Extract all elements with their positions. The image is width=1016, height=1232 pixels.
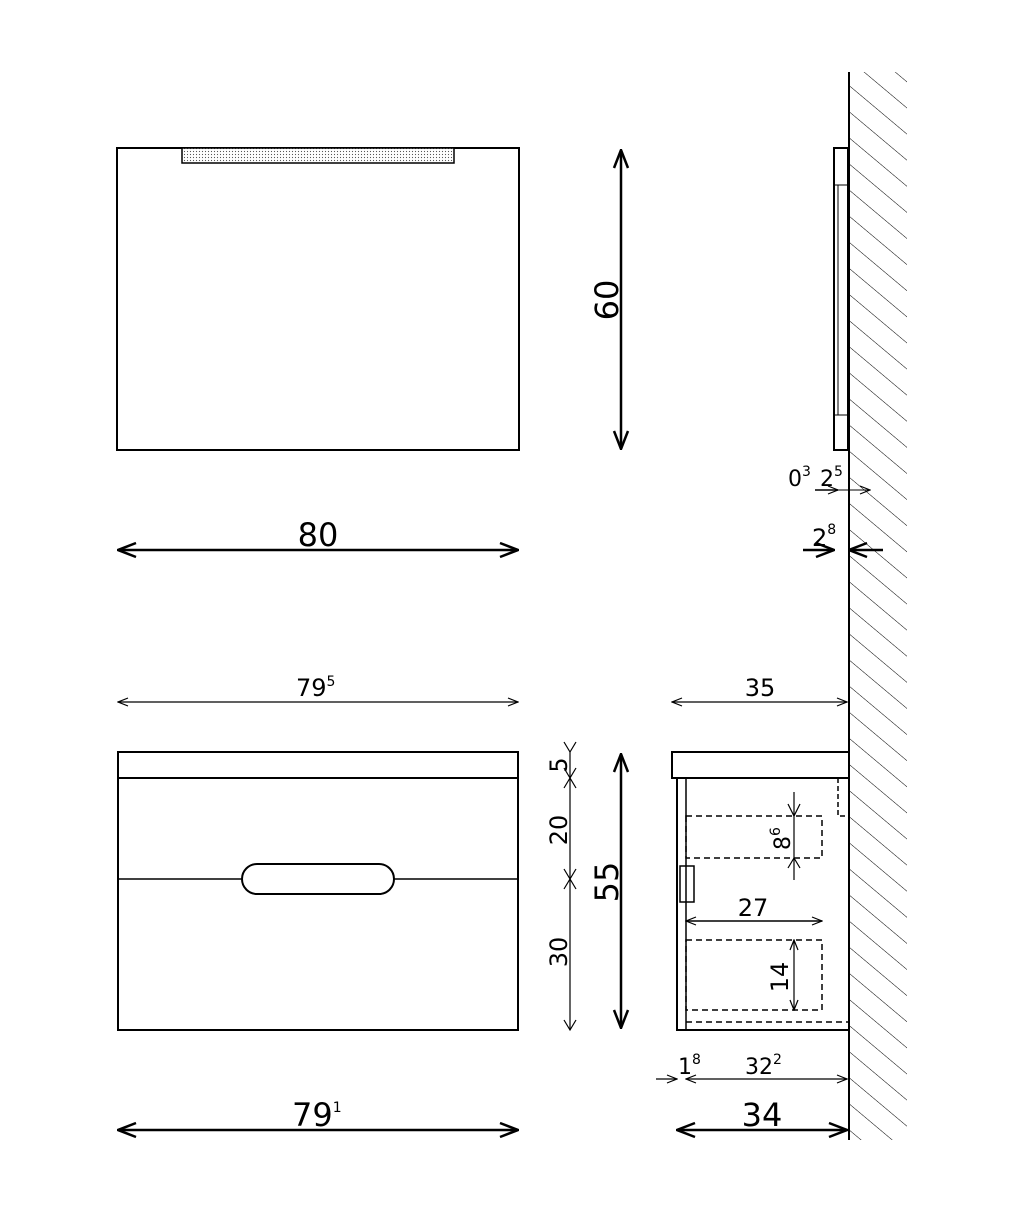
mirror-side-view bbox=[833, 147, 849, 451]
mirror-height-label: 60 bbox=[588, 280, 626, 321]
lower-drawer-outline bbox=[685, 939, 823, 1011]
cabinet-height-dimension: 55 bbox=[588, 754, 626, 1028]
mirror-depth-a-sup: 3 bbox=[802, 464, 811, 480]
upper-drawer-height-sup: 6 bbox=[768, 827, 784, 836]
cabinet-side-bottom-dimensions: 18 322 34 bbox=[656, 1052, 847, 1134]
upper-drawer-height-dimension: 86 bbox=[768, 792, 801, 880]
svg-text:03: 03 bbox=[788, 464, 811, 492]
mirror-width-label: 80 bbox=[298, 516, 339, 554]
side-offset-sup: 8 bbox=[692, 1052, 701, 1068]
svg-text:322: 322 bbox=[745, 1052, 782, 1080]
cabinet-side-top-depth-dimension: 35 bbox=[672, 674, 847, 702]
lower-drawer-height-label: 14 bbox=[766, 962, 794, 993]
svg-text:25: 25 bbox=[820, 464, 843, 492]
cabinet-bottom-width-dimension: 791 bbox=[118, 1096, 518, 1134]
cabinet-body bbox=[117, 777, 519, 1031]
cabinet-countertop bbox=[117, 751, 519, 779]
side-offset-main: 1 bbox=[678, 1055, 692, 1080]
cabinet-top-width-main: 79 bbox=[296, 674, 327, 702]
section-mid-label: 20 bbox=[545, 815, 573, 846]
side-inner-main: 32 bbox=[745, 1055, 773, 1080]
side-bottom-depth-label: 34 bbox=[742, 1096, 783, 1134]
drawer-inner-depth-dimension: 27 bbox=[686, 894, 822, 922]
svg-text:795: 795 bbox=[296, 674, 335, 702]
section-bottom-label: 30 bbox=[545, 937, 573, 968]
side-top-depth-label: 35 bbox=[745, 674, 776, 702]
mirror-depth-total-main: 2 bbox=[812, 524, 827, 552]
cabinet-bottom-width-sup: 1 bbox=[333, 1100, 342, 1116]
side-handle bbox=[679, 865, 695, 903]
svg-text:18: 18 bbox=[678, 1052, 701, 1080]
drawer-inner-depth-label: 27 bbox=[738, 894, 769, 922]
mirror-height-dimension: 60 bbox=[588, 150, 626, 449]
cabinet-top-width-sup: 5 bbox=[327, 674, 336, 690]
wall-section bbox=[848, 72, 907, 1140]
drawer-handle bbox=[241, 863, 395, 895]
upper-drawer-outline bbox=[685, 815, 823, 859]
mirror-front-view bbox=[116, 147, 520, 451]
cabinet-front-view bbox=[117, 751, 519, 1031]
mirror-depth-total-sup: 8 bbox=[827, 522, 836, 538]
svg-text:791: 791 bbox=[292, 1096, 342, 1134]
mirror-side-depth-dimension: 03 25 28 bbox=[788, 464, 883, 552]
lower-drawer-height-dimension: 14 bbox=[766, 940, 794, 1010]
cabinet-height-label: 55 bbox=[588, 862, 626, 903]
cabinet-section-dimensions: 5 20 30 bbox=[545, 741, 577, 1032]
upper-drawer-height-main: 8 bbox=[771, 836, 796, 850]
mirror-depth-b-sup: 5 bbox=[834, 464, 843, 480]
cabinet-top-width-dimension: 795 bbox=[118, 674, 518, 702]
svg-text:28: 28 bbox=[812, 522, 836, 552]
mirror-depth-a-main: 0 bbox=[788, 467, 802, 492]
mirror-width-dimension: 80 bbox=[118, 516, 518, 554]
svg-text:86: 86 bbox=[768, 827, 796, 850]
cabinet-side-view bbox=[671, 751, 850, 1031]
section-top-label: 5 bbox=[545, 757, 573, 772]
mirror-light-strip bbox=[181, 147, 455, 164]
mirror-depth-b-main: 2 bbox=[820, 467, 834, 492]
cabinet-bottom-width-main: 79 bbox=[292, 1096, 333, 1134]
side-inner-sup: 2 bbox=[773, 1052, 782, 1068]
